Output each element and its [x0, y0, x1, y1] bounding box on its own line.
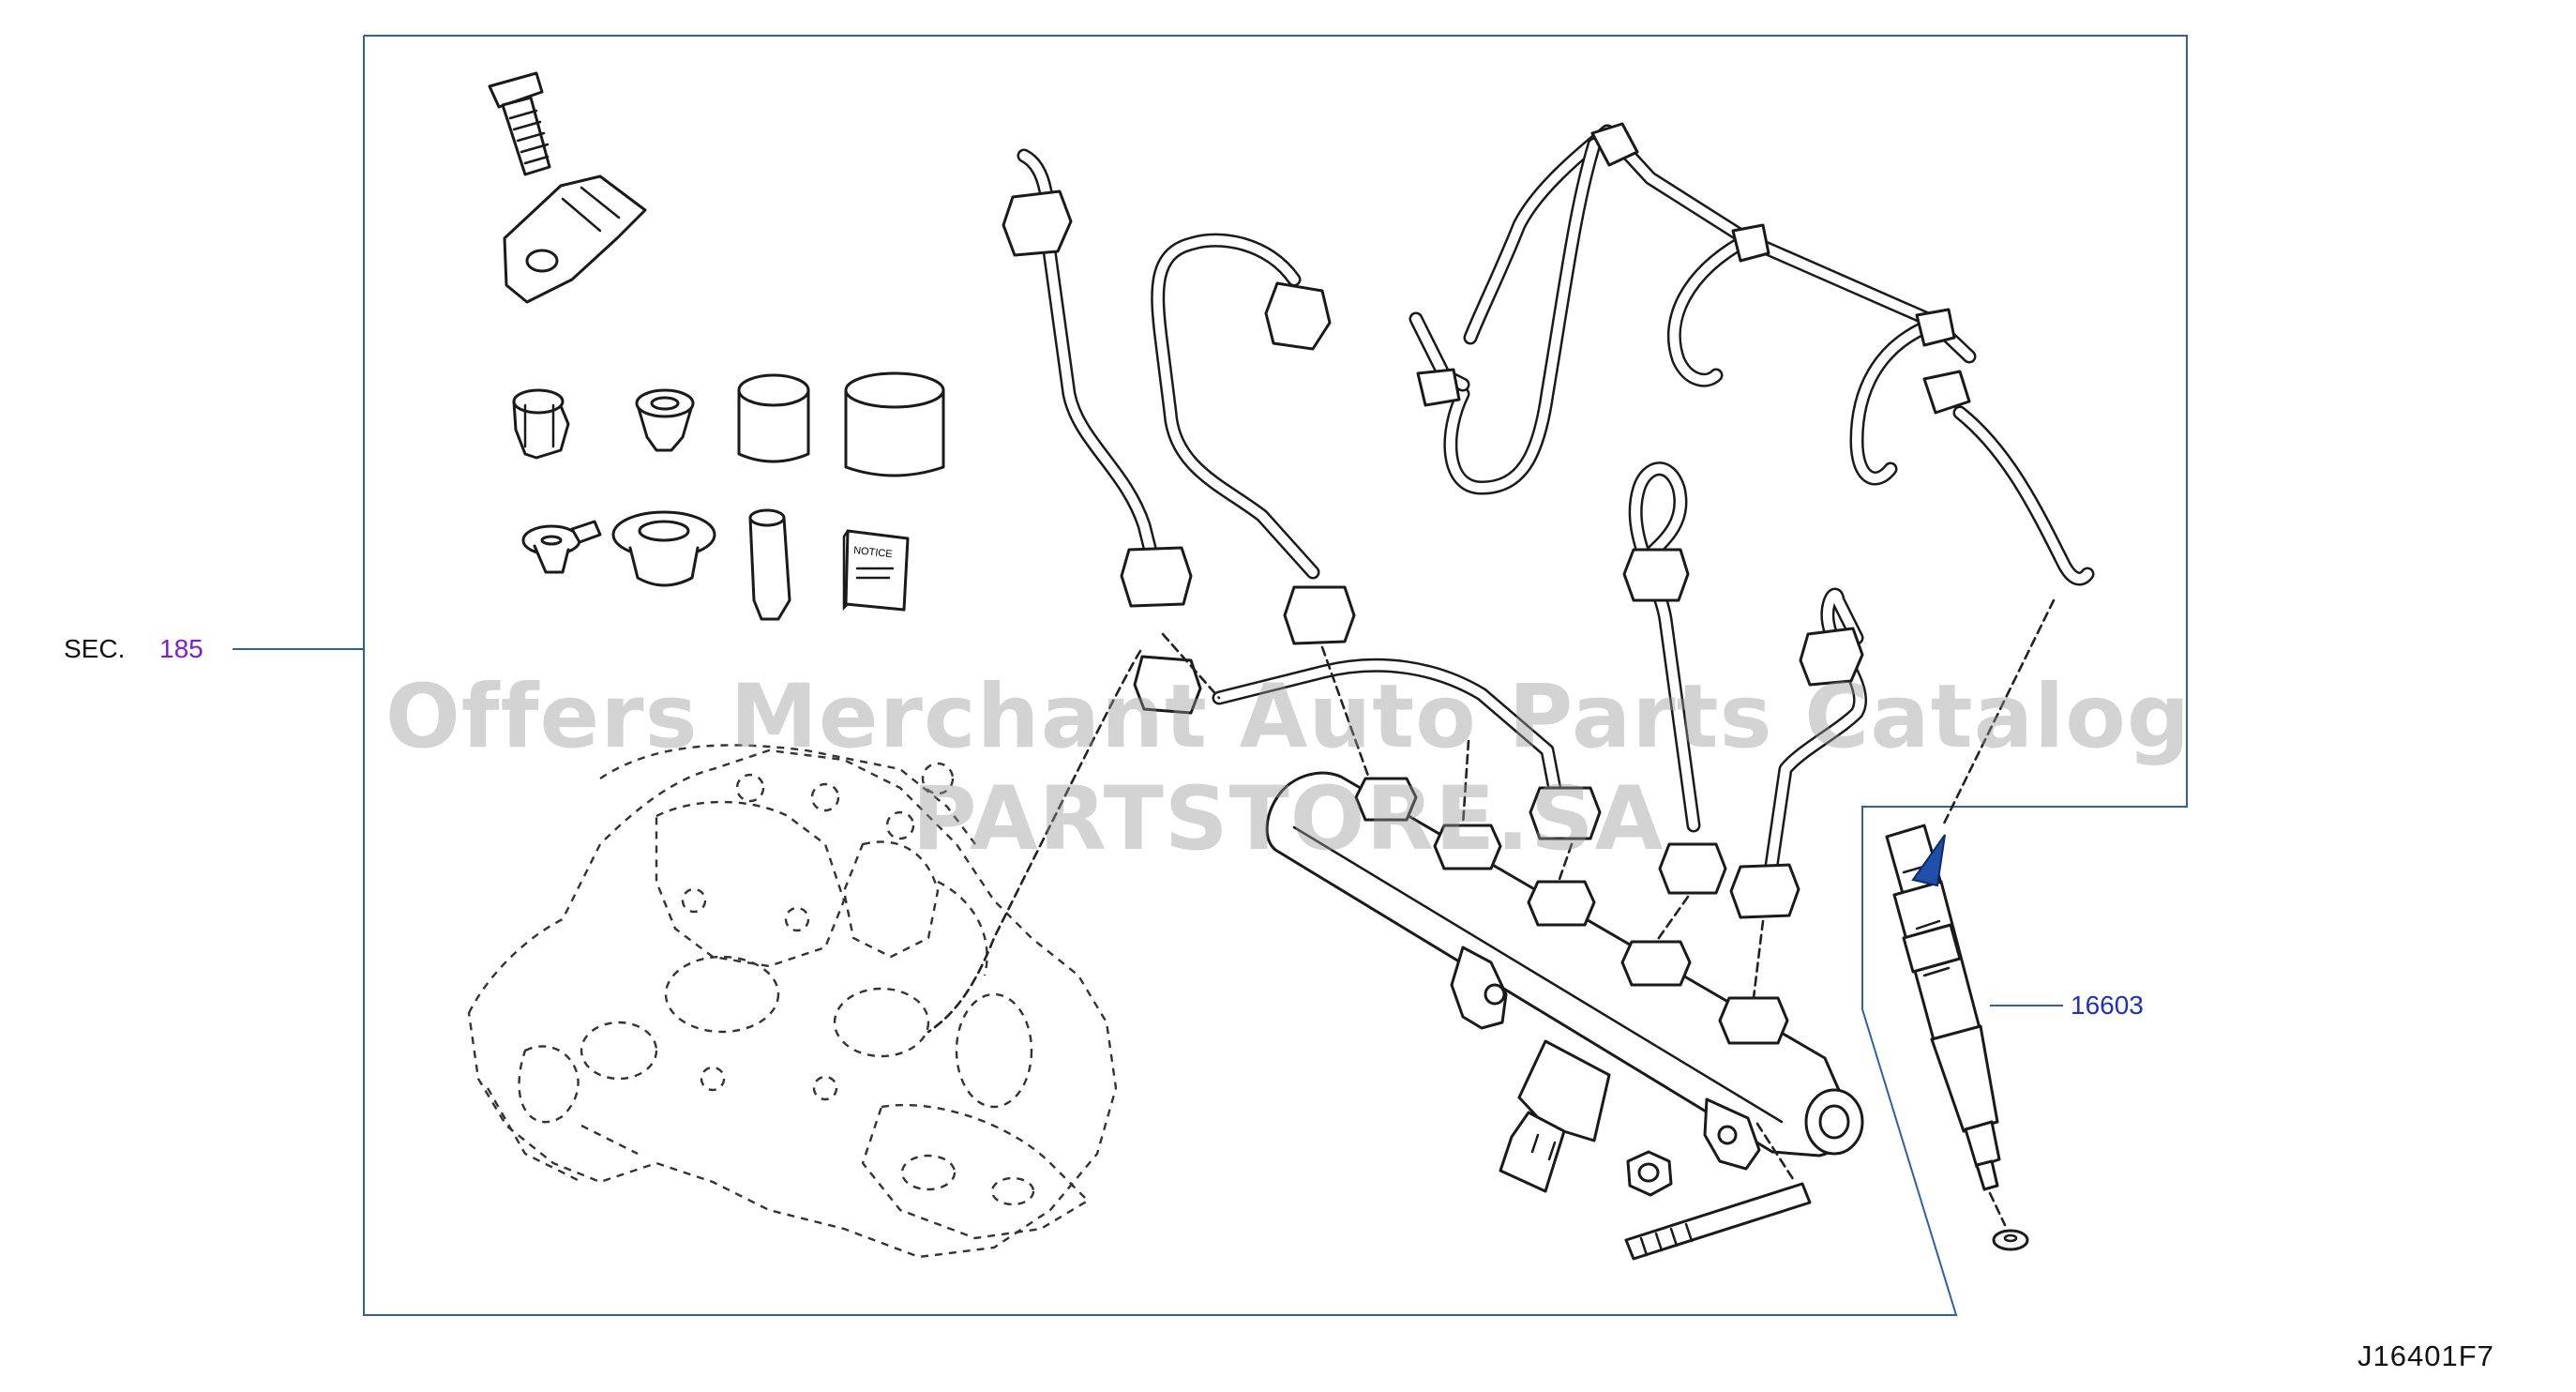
cylinder-sleeve-part[interactable] — [844, 371, 945, 477]
stud-install-line — [1755, 1122, 1797, 1184]
pipe-install-line-3 — [1461, 739, 1470, 827]
clip-washer-part[interactable] — [521, 520, 602, 574]
rail-nut-part[interactable] — [1626, 1150, 1673, 1197]
rail-pressure-sensor-part[interactable] — [1499, 1039, 1611, 1193]
injector-washer-part[interactable] — [1992, 1229, 2029, 1251]
part-number-callout-16603[interactable]: 16603 — [2071, 991, 2144, 1020]
injection-pipe-5[interactable] — [1729, 587, 1868, 919]
injector-clamp-part[interactable] — [503, 174, 647, 304]
section-reference-link[interactable]: 185 — [159, 634, 203, 663]
fuel-injector-part[interactable] — [1885, 824, 2001, 1191]
injection-pipe-3[interactable] — [1212, 658, 1602, 840]
injection-pipe-2[interactable] — [1151, 233, 1356, 645]
injector-install-line — [1941, 598, 2056, 827]
notice-booklet[interactable]: NOTICE — [842, 529, 910, 612]
pipe-install-line-5 — [1654, 895, 1690, 944]
diagram-frame — [363, 35, 2188, 1316]
pipe-install-line-2 — [1320, 645, 1371, 780]
engine-block-phantom — [467, 744, 1118, 1259]
injection-pipe-1[interactable] — [1002, 148, 1202, 715]
pump-assembly-line — [926, 649, 1142, 1034]
sleeve-part[interactable] — [737, 373, 810, 463]
dowel-pin-part[interactable] — [748, 508, 791, 621]
cap-part[interactable] — [512, 388, 570, 460]
injection-pipe-4[interactable] — [1622, 461, 1727, 895]
seal-ring-part[interactable] — [611, 510, 716, 587]
diagram-code-label: J16401F7 — [2358, 1339, 2494, 1372]
notice-booklet-label: NOTICE — [853, 545, 894, 560]
grommet-part[interactable] — [635, 388, 695, 452]
pipe-install-line-4 — [1557, 842, 1574, 884]
bolt-part[interactable] — [488, 71, 551, 176]
pipe-install-line-1 — [1161, 632, 1221, 700]
injector-pointer-arrow — [1911, 834, 1946, 887]
rail-outlet-nuts[interactable] — [1354, 777, 1789, 1045]
common-rail-part[interactable] — [1265, 771, 1864, 1171]
rail-stud-part[interactable] — [1624, 1182, 1812, 1261]
leak-off-hose-assembly[interactable] — [1409, 122, 2095, 586]
pipe-install-line-6 — [1752, 919, 1765, 1000]
injector-washer-line — [1988, 1191, 2007, 1227]
section-prefix-label: SEC. — [64, 634, 126, 663]
